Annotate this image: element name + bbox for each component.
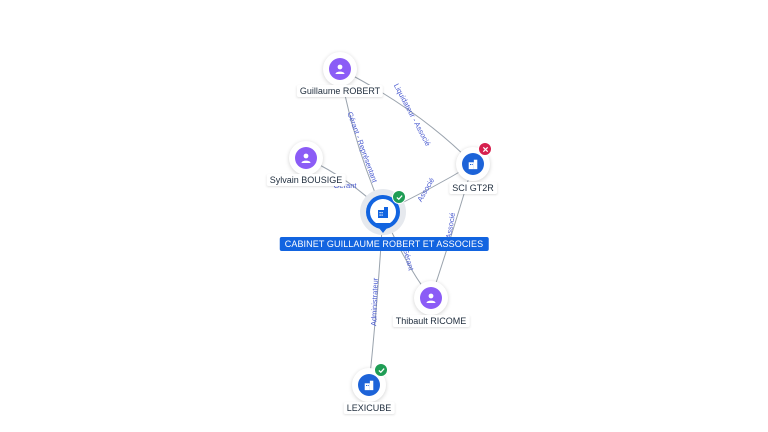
node-label-sylvain-bousige[interactable]: Sylvain BOUSIGE bbox=[266, 174, 346, 186]
status-active-icon bbox=[374, 363, 388, 377]
edge-label: Associé bbox=[444, 212, 457, 239]
node-thibault-ricome[interactable] bbox=[414, 281, 448, 315]
node-label-guillaume-robert[interactable]: Guillaume ROBERT bbox=[296, 85, 384, 97]
node-label-thibault-ricome[interactable]: Thibault RICOME bbox=[392, 315, 470, 327]
building-icon bbox=[364, 380, 374, 391]
edge-label: Liquidateur - Associé bbox=[392, 82, 433, 148]
node-sylvain-bousige[interactable] bbox=[289, 141, 323, 175]
edge-label: Administrateur bbox=[369, 277, 380, 326]
node-sci-gt2r[interactable] bbox=[456, 142, 492, 181]
main-node[interactable] bbox=[360, 189, 406, 235]
building-icon bbox=[378, 207, 388, 218]
node-label-lexicube[interactable]: LEXICUBE bbox=[343, 402, 395, 414]
edge-label: Associé bbox=[415, 176, 436, 203]
building-icon bbox=[468, 159, 478, 170]
location-pin-icon bbox=[366, 190, 406, 233]
person-icon bbox=[335, 64, 345, 74]
main-node-label[interactable]: CABINET GUILLAUME ROBERT ET ASSOCIES bbox=[279, 237, 489, 251]
node-label-sci-gt2r[interactable]: SCI GT2R bbox=[449, 182, 497, 194]
node-lexicube[interactable] bbox=[352, 363, 388, 402]
status-closed-icon bbox=[478, 142, 492, 156]
person-icon bbox=[426, 293, 436, 303]
node-guillaume-robert[interactable] bbox=[323, 52, 357, 86]
edge-label: Gérant bbox=[334, 181, 358, 190]
status-active-icon bbox=[392, 190, 406, 204]
edge-label: Gérant - Représentant bbox=[345, 111, 379, 185]
person-icon bbox=[301, 153, 311, 163]
